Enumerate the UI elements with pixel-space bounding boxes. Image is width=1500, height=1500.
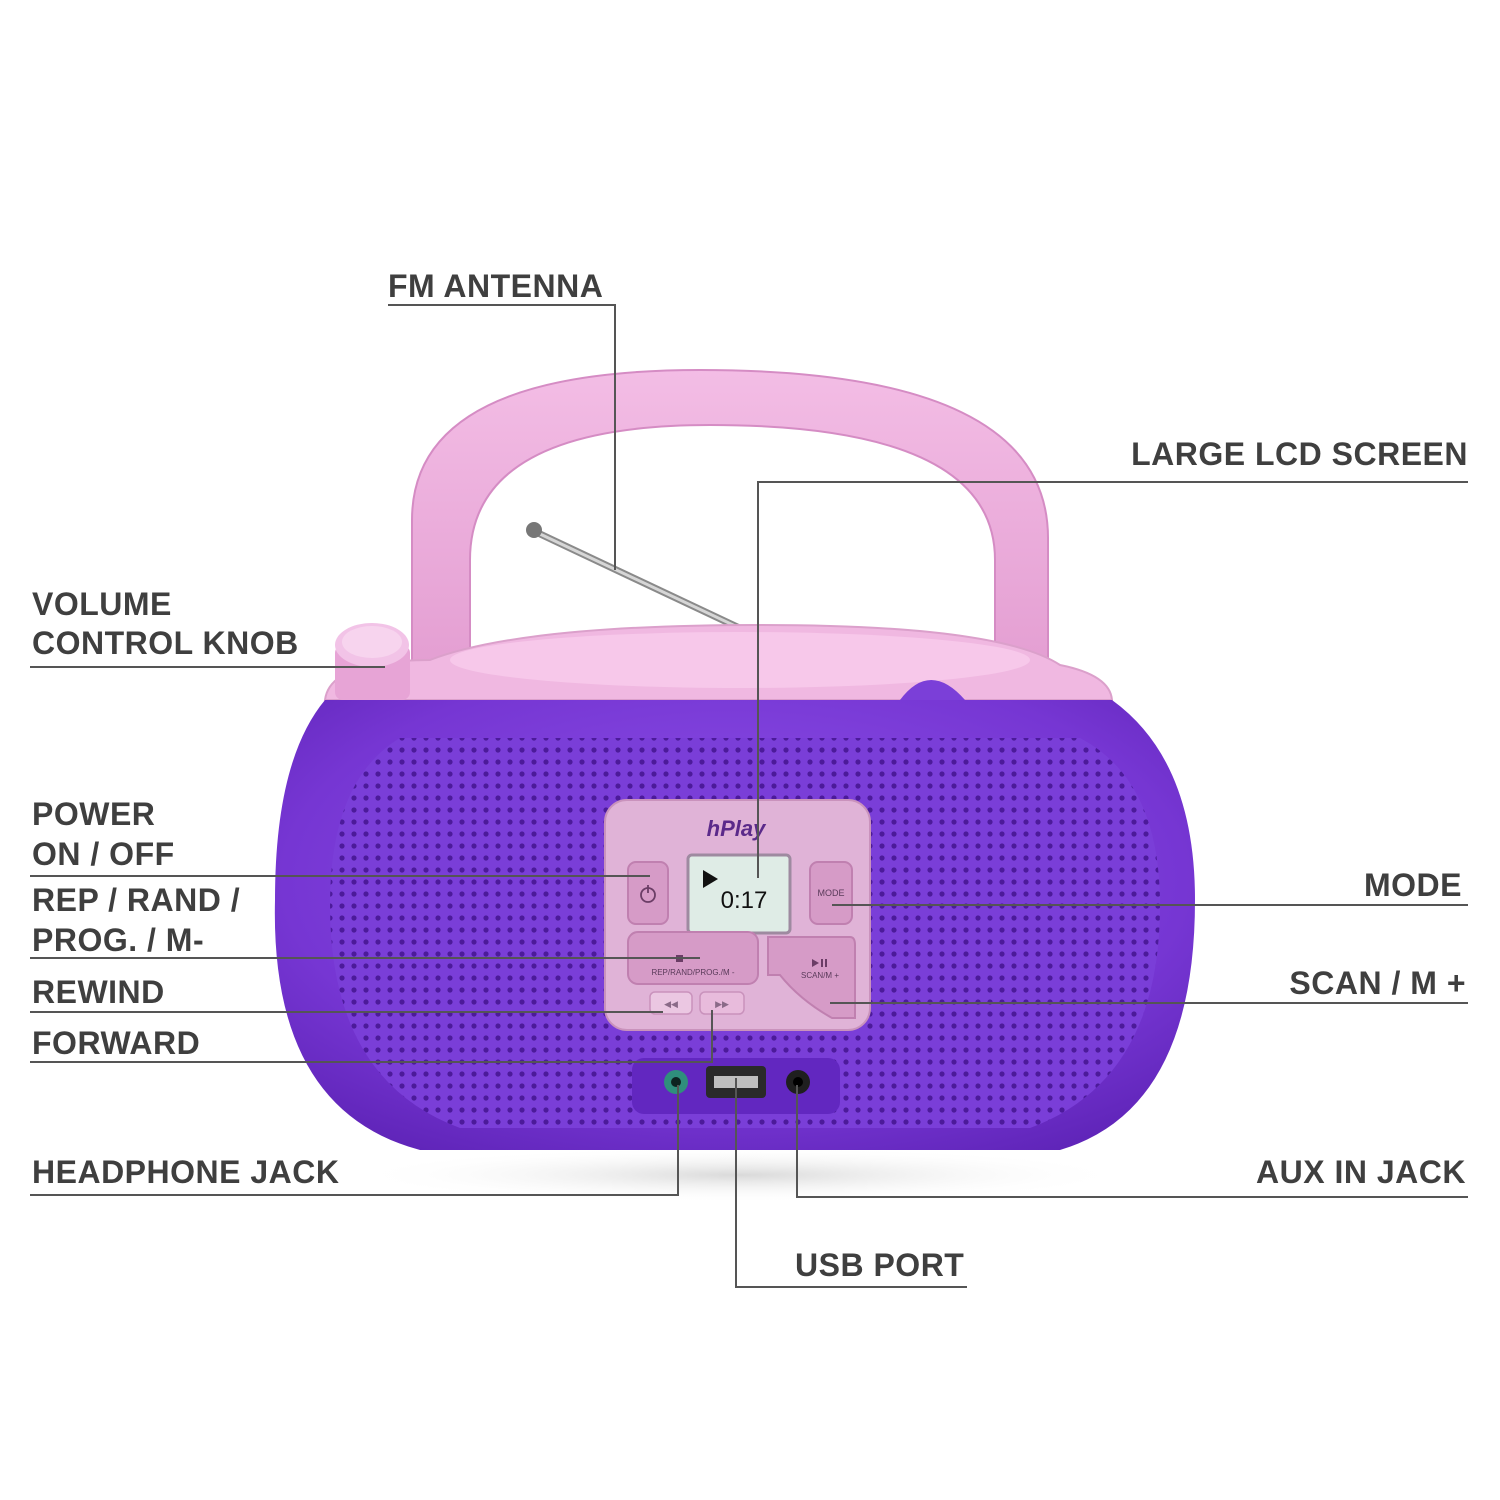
label-fm-antenna: FM ANTENNA: [388, 268, 604, 304]
leader-lines: [30, 304, 1468, 1288]
label-headphone-jack: HEADPHONE JACK: [32, 1154, 340, 1190]
forward-button[interactable]: ▶▶: [699, 991, 745, 1015]
label-rewind: REWIND: [32, 974, 165, 1010]
label-power-line2: ON / OFF: [32, 836, 175, 872]
play-pause-icon: [812, 959, 819, 967]
lcd-time: 0:17: [721, 887, 768, 914]
label-large-lcd-screen: LARGE LCD SCREEN: [1131, 436, 1468, 472]
scan-button[interactable]: SCAN/M +: [767, 936, 856, 1019]
label-rep-line1: REP / RAND /: [32, 882, 241, 918]
label-volume-line2: CONTROL KNOB: [32, 625, 299, 661]
label-power-line1: POWER: [32, 796, 156, 832]
svg-text:MODE: MODE: [818, 888, 845, 898]
svg-text:◀◀: ◀◀: [664, 999, 678, 1009]
rewind-button[interactable]: ◀◀: [649, 991, 693, 1015]
label-forward: FORWARD: [32, 1025, 201, 1061]
fm-antenna: [526, 522, 769, 644]
label-mode: MODE: [1364, 867, 1462, 903]
label-volume-line1: VOLUME: [32, 586, 172, 622]
power-button[interactable]: [627, 861, 669, 925]
label-aux-in-jack: AUX IN JACK: [1256, 1154, 1466, 1190]
play-indicator-icon: [703, 870, 718, 888]
svg-text:REP/RAND/PROG./M -: REP/RAND/PROG./M -: [651, 968, 734, 977]
control-panel: hPlay 0:17 MODE REP/RAND/PROG./M -: [604, 799, 871, 1031]
label-usb-port: USB PORT: [795, 1247, 965, 1283]
volume-knob[interactable]: [335, 623, 410, 700]
label-scan: SCAN / M +: [1289, 965, 1466, 1001]
floor-shadow: [350, 1147, 1130, 1203]
svg-text:SCAN/M +: SCAN/M +: [801, 971, 839, 980]
mode-button[interactable]: MODE: [809, 861, 853, 925]
svg-text:▶▶: ▶▶: [715, 999, 729, 1009]
label-rep-line2: PROG. / M-: [32, 922, 205, 958]
carry-handle: [411, 368, 1050, 701]
